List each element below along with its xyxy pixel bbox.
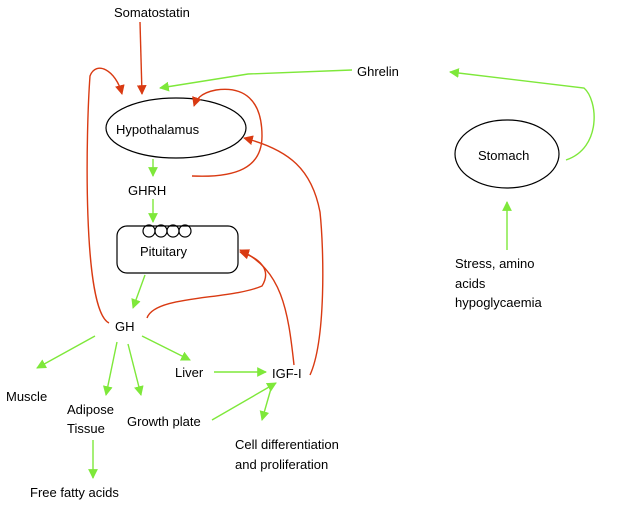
adipose-label-line1: Adipose bbox=[67, 402, 114, 417]
gh-to-hypothalamus-feedback-arrow bbox=[86, 67, 125, 324]
cell-differentiation-label-line1: Cell differentiation bbox=[235, 437, 339, 452]
muscle-label: Muscle bbox=[6, 389, 47, 404]
stomach-label: Stomach bbox=[478, 148, 529, 163]
pituitary-node bbox=[116, 225, 239, 274]
gh-to-muscle-arrow bbox=[36, 335, 96, 369]
stress-label-line1: Stress, amino bbox=[455, 256, 534, 271]
somatostatin-label: Somatostatin bbox=[114, 5, 190, 20]
hypothalamus-label: Hypothalamus bbox=[116, 122, 200, 137]
somatostatin-to-hypothalamus-arrow bbox=[136, 21, 147, 95]
pituitary-to-gh-arrow bbox=[131, 274, 146, 309]
igf1-label: IGF-I bbox=[272, 366, 302, 381]
gh-to-adipose-arrow bbox=[102, 341, 118, 396]
igf1-to-cell-differentiation-arrow bbox=[259, 384, 273, 421]
igf1-to-pituitary-feedback-arrow bbox=[239, 249, 295, 366]
pituitary-receptor-circles bbox=[142, 224, 192, 238]
stomach-to-ghrelin-arrow bbox=[449, 68, 595, 161]
liver-label: Liver bbox=[175, 365, 204, 380]
stomach-node bbox=[454, 119, 560, 189]
free-fatty-acids-label: Free fatty acids bbox=[30, 485, 119, 500]
igf1-to-hypothalamus-feedback-arrow bbox=[243, 135, 324, 376]
adipose-label-line2: Tissue bbox=[67, 421, 105, 436]
pituitary-label: Pituitary bbox=[140, 244, 187, 259]
gh-to-growth-plate-arrow bbox=[127, 343, 144, 396]
growth-plate-to-igf1-arrow bbox=[211, 382, 277, 421]
ghrelin-label: Ghrelin bbox=[357, 64, 399, 79]
cell-differentiation-label-line2: and proliferation bbox=[235, 457, 328, 472]
gh-to-pituitary-feedback-arrow bbox=[146, 249, 267, 319]
hypothalamus-node bbox=[105, 97, 247, 159]
growth-plate-label: Growth plate bbox=[127, 414, 201, 429]
stress-label-line3: hypoglycaemia bbox=[455, 295, 542, 310]
stress-label-line2: acids bbox=[455, 276, 486, 291]
gh-label: GH bbox=[115, 319, 135, 334]
ghrh-to-hypothalamus-feedback-arrow bbox=[191, 88, 263, 177]
gh-to-liver-arrow bbox=[141, 335, 191, 361]
ghrh-label: GHRH bbox=[128, 183, 166, 198]
ghrelin-to-hypothalamus-arrow bbox=[159, 69, 353, 92]
